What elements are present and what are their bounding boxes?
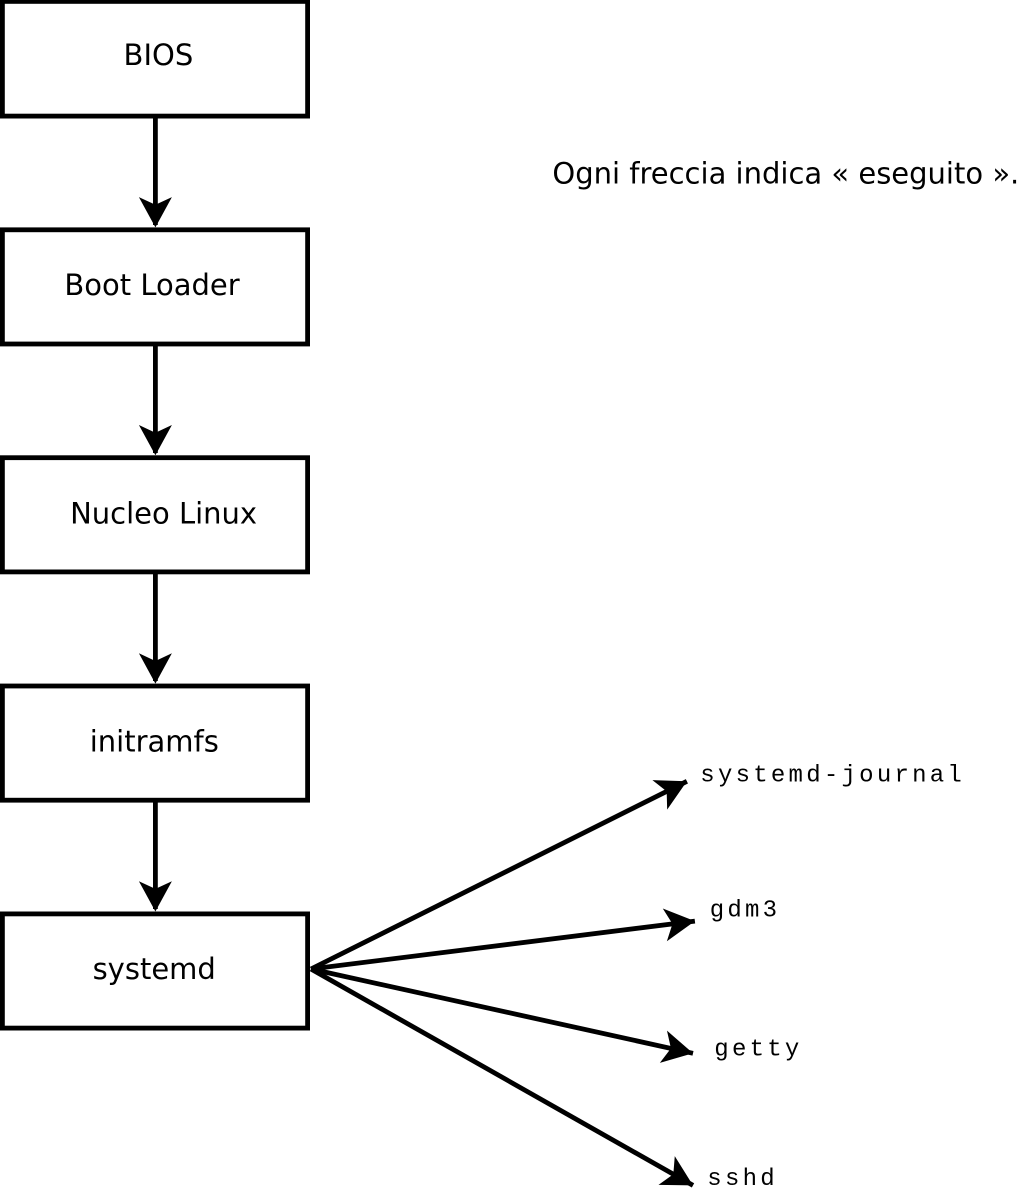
node-box-nucleo-linux	[0, 455, 311, 575]
edge-line-systemd-journal	[309, 779, 688, 972]
node-box-bios	[0, 0, 311, 119]
node-box-initramfs	[0, 683, 311, 803]
arrowhead-systemd-getty	[659, 1030, 697, 1070]
edge-systemd-getty	[310, 966, 697, 1070]
caption-text: Ogni freccia indica « eseguito ».	[552, 157, 1019, 191]
node-label-boot-loader: Boot Loader	[64, 268, 239, 302]
service-label-sshd: sshd	[707, 1166, 778, 1193]
edge-systemd-journal	[309, 766, 695, 972]
arrowhead-systemd-sshd	[658, 1156, 702, 1193]
edge-nucleo-initramfs	[138, 572, 172, 684]
node-label-nucleo-linux: Nucleo Linux	[70, 497, 257, 531]
node-initramfs: initramfs	[0, 683, 311, 803]
service-label-gdm3: gdm3	[710, 898, 781, 925]
service-label-systemd-journal: systemd-journal	[700, 763, 965, 790]
edge-bootloader-nucleo	[138, 344, 172, 456]
edge-systemd-sshd	[309, 966, 702, 1193]
node-bios: BIOS	[0, 0, 311, 119]
service-label-getty: getty	[714, 1037, 802, 1064]
edge-line-systemd-sshd	[309, 966, 695, 1188]
node-systemd: systemd	[0, 911, 311, 1031]
arrowhead-systemd-journal	[652, 766, 695, 810]
edge-line-systemd-getty	[310, 966, 694, 1056]
edge-systemd-gdm3	[310, 904, 697, 972]
edge-line-systemd-gdm3	[310, 918, 696, 972]
node-box-boot-loader	[0, 227, 311, 347]
edge-initramfs-systemd	[138, 800, 172, 912]
node-label-bios: BIOS	[124, 38, 194, 72]
edge-bios-bootloader	[138, 116, 172, 228]
node-nucleo-linux: Nucleo Linux	[0, 455, 311, 575]
node-boot-loader: Boot Loader	[0, 227, 311, 347]
node-label-systemd: systemd	[93, 952, 216, 986]
node-label-initramfs: initramfs	[90, 725, 219, 759]
node-box-systemd	[0, 911, 311, 1031]
